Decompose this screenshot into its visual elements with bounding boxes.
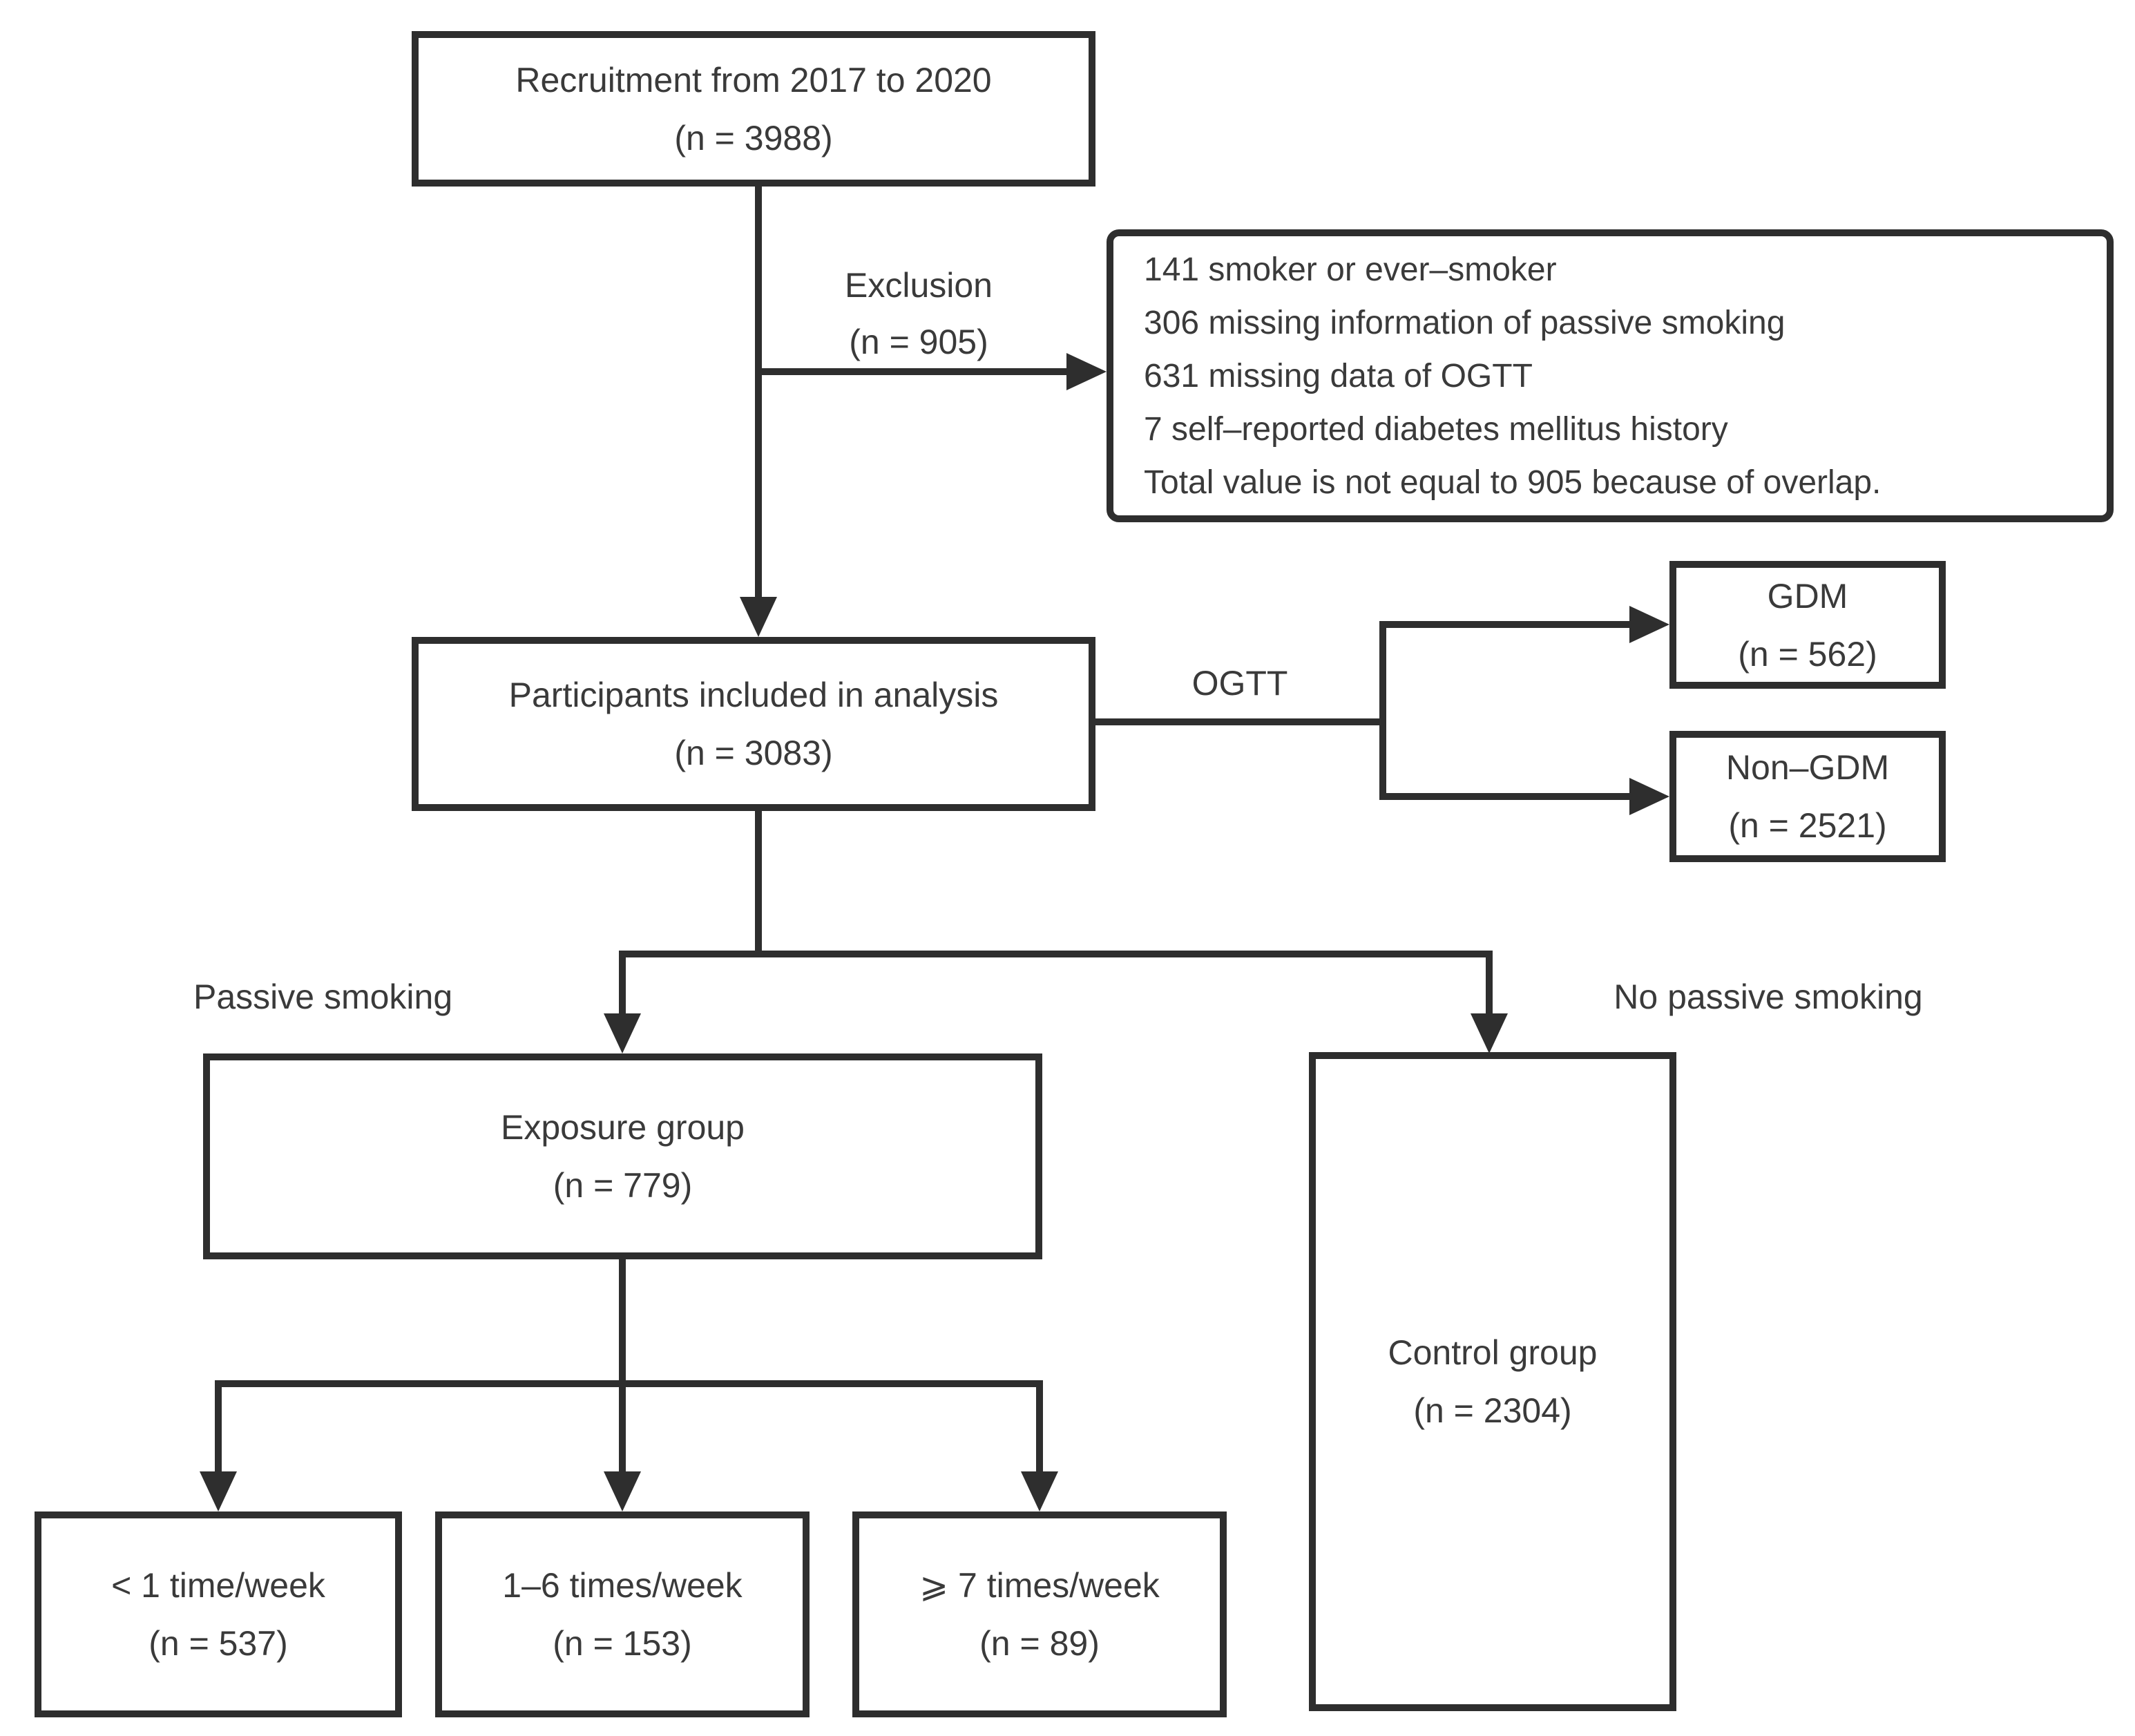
connector-drop-freq-lt1 [215, 1380, 222, 1473]
exclusion-label-count: (n = 905) [849, 323, 988, 361]
gdm-count: (n = 562) [1738, 634, 1877, 674]
freq-ge7-box: ⩾ 7 times/week (n = 89) [852, 1511, 1227, 1717]
freq-lt1-count: (n = 537) [149, 1624, 288, 1663]
exposure-count: (n = 779) [553, 1166, 693, 1205]
connector-split-frequency [215, 1380, 1043, 1387]
freq-ge7-title: ⩾ 7 times/week [919, 1566, 1160, 1605]
connector-ogtt-vertical [1379, 621, 1386, 800]
connector-participants-down [755, 811, 762, 957]
arrowhead-exclusion [1066, 353, 1107, 390]
freq-1to6-box: 1–6 times/week (n = 153) [435, 1511, 810, 1717]
arrowhead-freq-lt1 [200, 1471, 237, 1511]
non-gdm-box: Non–GDM (n = 2521) [1669, 731, 1946, 862]
arrowhead-non-gdm [1629, 778, 1669, 815]
exposure-title: Exposure group [500, 1108, 745, 1147]
connector-drop-freq-ge7 [1036, 1380, 1043, 1473]
control-group-box: Control group (n = 2304) [1309, 1052, 1676, 1711]
connector-drop-freq-1to6 [619, 1380, 626, 1473]
gdm-box: GDM (n = 562) [1669, 561, 1946, 689]
arrowhead-control [1471, 1013, 1508, 1053]
non-gdm-title: Non–GDM [1725, 748, 1890, 787]
control-count: (n = 2304) [1413, 1391, 1572, 1430]
freq-ge7-count: (n = 89) [979, 1624, 1100, 1663]
freq-1to6-title: 1–6 times/week [502, 1566, 743, 1605]
connector-ogtt-nongdm [1379, 793, 1629, 800]
recruitment-box: Recruitment from 2017 to 2020 (n = 3988) [412, 31, 1095, 187]
recruitment-title: Recruitment from 2017 to 2020 [515, 60, 992, 99]
arrowhead-participants [740, 597, 777, 637]
exclusion-item: Total value is not equal to 905 because … [1144, 464, 1882, 501]
connector-exclusion [758, 368, 1066, 375]
recruitment-count: (n = 3988) [674, 118, 833, 158]
no-passive-smoking-label: No passive smoking [1614, 977, 1923, 1016]
exclusion-item: 306 missing information of passive smoki… [1144, 304, 1785, 341]
exclusion-item: 141 smoker or ever–smoker [1144, 251, 1557, 288]
arrowhead-gdm [1629, 606, 1669, 643]
gdm-title: GDM [1767, 576, 1848, 616]
connector-drop-control [1486, 951, 1493, 1016]
exclusion-label-title: Exclusion [845, 266, 993, 305]
exclusion-item: 7 self–reported diabetes mellitus histor… [1144, 410, 1728, 448]
participants-box: Participants included in analysis (n = 3… [412, 637, 1095, 811]
connector-ogtt-main [1095, 718, 1386, 725]
control-title: Control group [1388, 1333, 1598, 1372]
freq-1to6-count: (n = 153) [553, 1624, 692, 1663]
connector-drop-exposure [619, 951, 626, 1016]
ogtt-label: OGTT [1191, 664, 1288, 703]
arrowhead-exposure [604, 1013, 641, 1053]
freq-lt1-box: < 1 time/week (n = 537) [35, 1511, 402, 1717]
arrowhead-freq-1to6 [604, 1471, 641, 1511]
exposure-group-box: Exposure group (n = 779) [203, 1053, 1042, 1259]
connector-split-exposure-control [619, 951, 1493, 957]
freq-lt1-title: < 1 time/week [111, 1566, 325, 1605]
arrowhead-freq-ge7 [1021, 1471, 1058, 1511]
passive-smoking-label: Passive smoking [193, 977, 453, 1016]
connector-exposure-down [619, 1259, 626, 1387]
exclusion-item: 631 missing data of OGTT [1144, 357, 1533, 394]
non-gdm-count: (n = 2521) [1728, 806, 1887, 845]
exclusion-box: 141 smoker or ever–smoker 306 missing in… [1107, 229, 2114, 522]
connector-recruitment-participants [755, 187, 762, 598]
exclusion-label: Exclusion (n = 905) [787, 257, 1050, 370]
participants-count: (n = 3083) [674, 734, 833, 772]
participants-title: Participants included in analysis [508, 676, 999, 714]
connector-ogtt-gdm [1379, 621, 1629, 628]
